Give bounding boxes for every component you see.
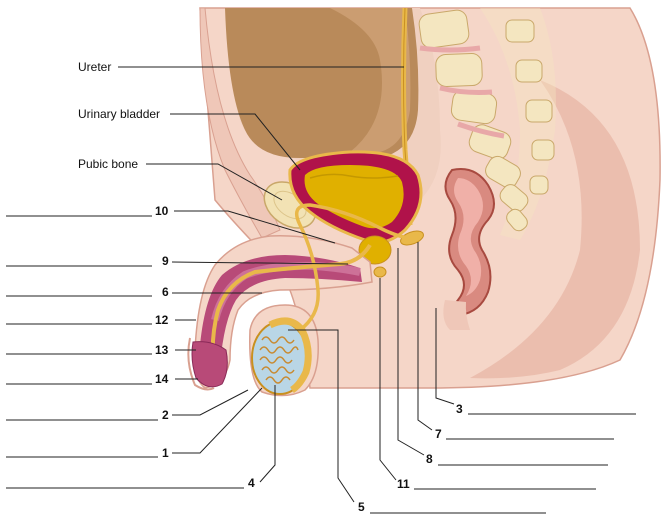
bulbourethral-gland (373, 266, 387, 278)
buttock-shading (470, 80, 640, 379)
prostate (358, 235, 392, 265)
leader-urinary-bladder (170, 113, 301, 171)
number-6: 6 (162, 285, 169, 299)
epididymis (268, 317, 312, 393)
leader-9 (171, 261, 349, 265)
glans-penis (191, 341, 228, 388)
number-1: 1 (162, 446, 169, 460)
number-3: 3 (456, 402, 463, 416)
label-pubic-bone: Pubic bone (78, 157, 138, 171)
leader-7 (417, 242, 433, 431)
ductus-deferens (294, 203, 413, 332)
number-7: 7 (435, 427, 442, 441)
bladder-urine (304, 165, 404, 229)
number-14: 14 (155, 372, 169, 386)
leader-11 (379, 278, 397, 481)
number-10: 10 (155, 204, 169, 218)
number-8: 8 (426, 452, 433, 466)
number-12: 12 (155, 313, 169, 327)
leader-10 (174, 210, 336, 244)
leader-2 (172, 389, 249, 416)
number-13: 13 (155, 343, 169, 357)
bladder-urine-ripple (309, 173, 399, 179)
prepuce (187, 337, 215, 391)
leader-4 (259, 385, 276, 483)
intestinal-mass (225, 8, 419, 158)
leader-1 (172, 387, 263, 454)
seminiferous-tubules (259, 336, 299, 384)
label-urinary-bladder: Urinary bladder (78, 107, 160, 121)
rectum-lumen (454, 178, 483, 296)
label-ureter: Ureter (78, 60, 111, 74)
number-4: 4 (248, 476, 255, 490)
leader-8 (397, 248, 425, 456)
leader-3 (435, 308, 455, 405)
leader-5 (288, 329, 355, 503)
anal-canal (443, 300, 470, 330)
number-9: 9 (162, 254, 169, 268)
intestinal-mass-highlight (330, 8, 411, 152)
number-5: 5 (358, 500, 365, 514)
urethra (210, 243, 372, 373)
number-2: 2 (162, 408, 169, 422)
number-11: 11 (397, 477, 410, 491)
leader-pubic-bone (146, 163, 283, 201)
vertebral-column (415, 8, 556, 240)
